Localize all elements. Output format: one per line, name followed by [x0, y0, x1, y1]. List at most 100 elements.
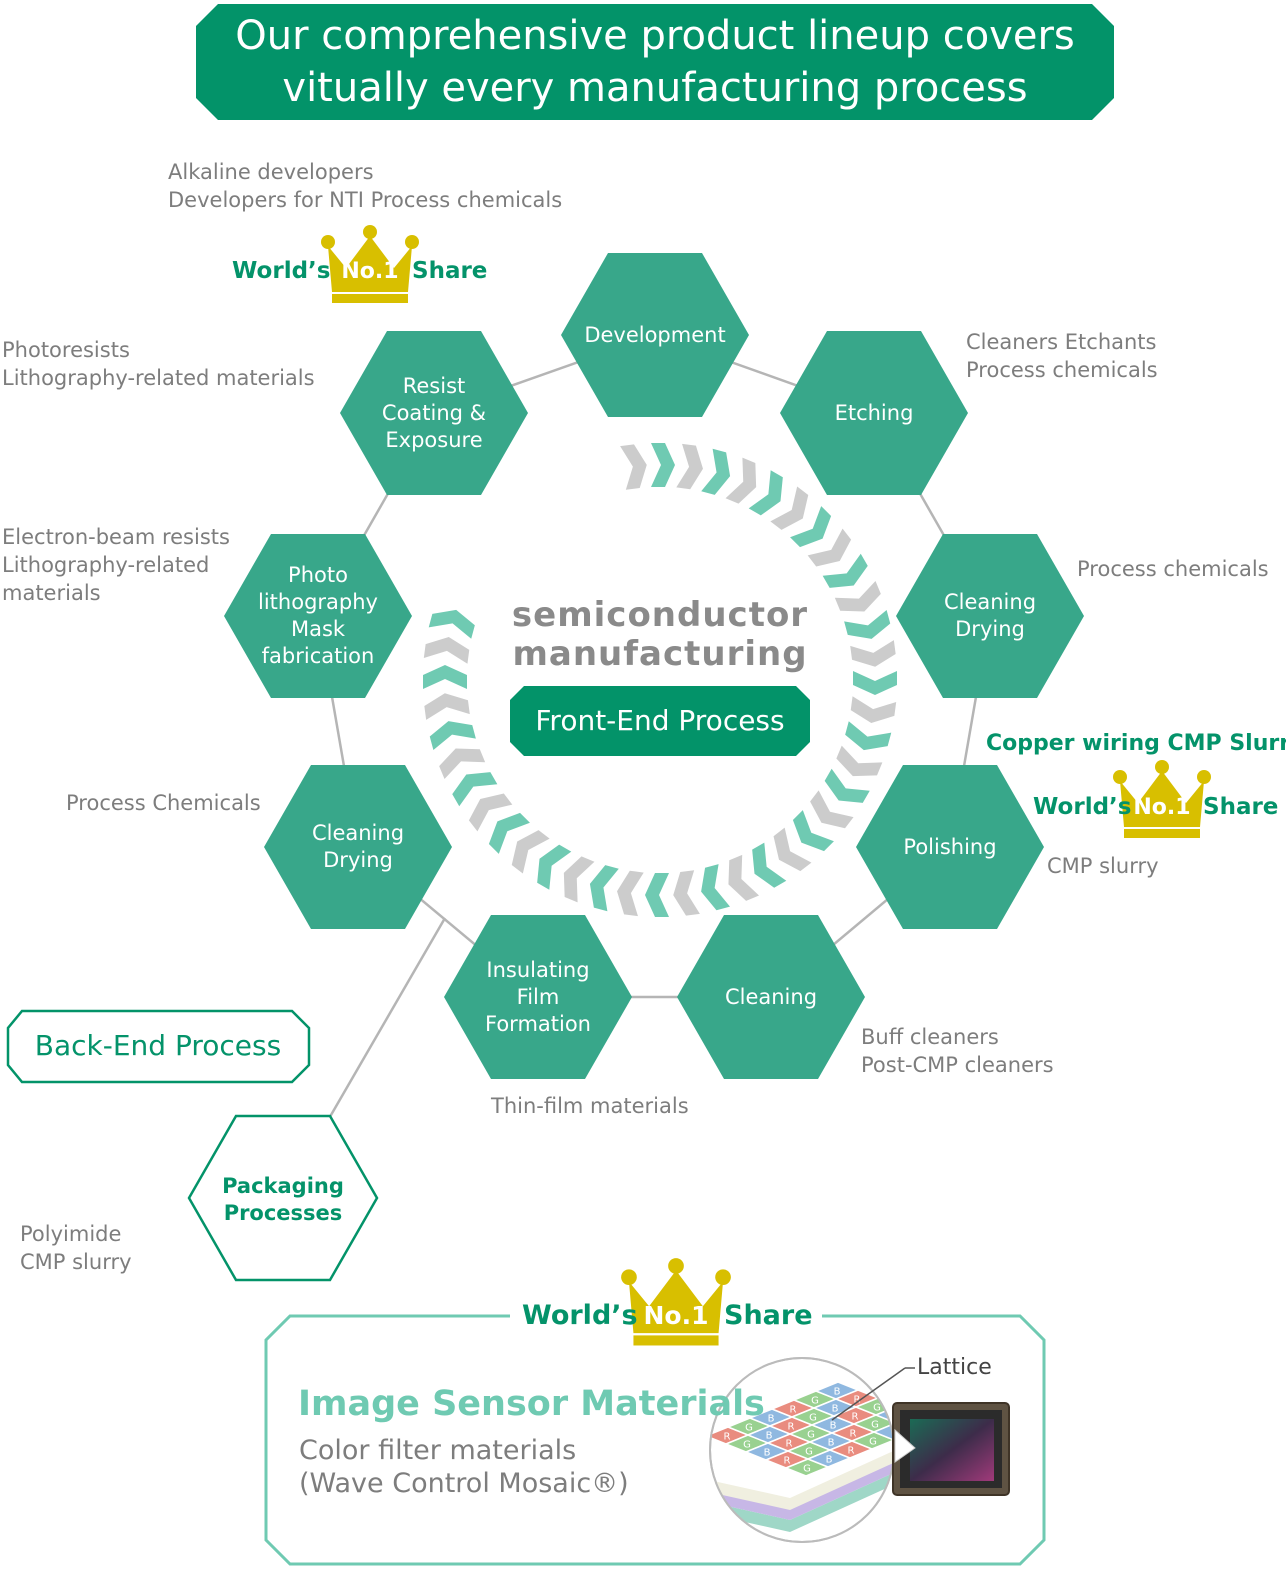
step-cleaning: Cleaning [724, 984, 818, 1009]
hex-photolithography [224, 534, 412, 698]
banner-line-2: vitually every manufacturing process [282, 65, 1028, 111]
hex-cleaning [677, 915, 865, 1079]
filter-cell-letter: B [768, 1414, 775, 1425]
step-polishing: Polishing [903, 834, 997, 859]
ring-chevron [836, 745, 883, 777]
ring-chevron [748, 470, 783, 516]
label-etching-products: Cleaners Etchants Process chemicals [966, 330, 1158, 382]
filter-cell-letter: R [788, 1422, 795, 1433]
share-no1-1: No.1 [341, 259, 399, 284]
step-etching: Etching [834, 400, 914, 425]
ring-chevron [773, 827, 812, 872]
ring-chevron [423, 637, 470, 664]
filter-cell-letter: R [790, 1405, 797, 1416]
ring-chevron [468, 793, 513, 832]
share-worlds-2: World’s [1033, 794, 1132, 820]
filter-layer [710, 1448, 894, 1510]
crown-icon [1113, 760, 1211, 838]
ring-chevron [770, 486, 809, 530]
filter-cell-letter: R [854, 1395, 861, 1406]
filter-cell-letter: R [724, 1432, 731, 1443]
share-worlds-1: World’s [232, 258, 331, 284]
ring-chevron [651, 443, 675, 487]
ring-chevron [428, 609, 475, 639]
image-sensor-line-1: Color filter materials [299, 1435, 577, 1466]
ring-chevron [452, 772, 498, 807]
crown-icon [621, 1258, 731, 1346]
label-cleaning-drying-left-products: Process Chemicals [66, 791, 261, 815]
hex-polishing [856, 765, 1044, 929]
label-cleaning-drying-right-products: Process chemicals [1077, 557, 1269, 581]
filter-cell-letter: B [766, 1431, 773, 1442]
ring-chevron [701, 448, 731, 495]
ring-chevron [850, 640, 896, 667]
image-sensor-line-2: (Wave Control Mosaic®) [299, 1468, 629, 1499]
ring-chevron [429, 721, 476, 750]
ring-chevron [673, 870, 700, 916]
hex-cleaning-drying-left [264, 765, 452, 929]
back-end-outline [6, 1009, 311, 1084]
filter-cell-letter: G [803, 1464, 811, 1475]
ring-chevron [790, 506, 832, 548]
ring-chevron [853, 671, 897, 695]
crown-icons [321, 225, 1211, 1346]
ring-chevron [620, 444, 647, 490]
filter-cell-letter: G [871, 1420, 879, 1431]
filter-cell [872, 1422, 894, 1441]
back-end-process-label: Back-End Process [34, 1029, 282, 1062]
sensor-illustration: RGBRGBGBRGBRBRGBRGRGBRGBGBRGBR [709, 1357, 1010, 1543]
ring-chevron [537, 844, 572, 890]
cycle-arrow-ring [423, 443, 897, 917]
step-packaging-processes: Packaging Processes [222, 1174, 344, 1225]
label-development-products: Alkaline developers Developers for NTI P… [168, 160, 563, 212]
front-end-process-label: Front-End Process [510, 686, 810, 756]
ring-chevron [423, 665, 467, 689]
filter-layer [710, 1458, 894, 1520]
ring-chevron [810, 790, 854, 829]
step-photolithography-mask: Photo lithography Mask fabrication [258, 563, 378, 668]
ring-chevron [728, 854, 760, 901]
share-share-2: Share [1203, 794, 1279, 820]
image-sensor-title: Image Sensor Materials [298, 1384, 765, 1424]
share-worlds-3: World’s [522, 1300, 638, 1331]
ring-chevron [752, 842, 787, 888]
ring-chevron [725, 457, 757, 504]
ring-chevron [701, 864, 730, 911]
ring-chevron [850, 696, 897, 723]
label-polishing-products: CMP slurry [1047, 854, 1159, 878]
filter-cell-letter: B [830, 1421, 837, 1432]
ring-chevron [511, 830, 550, 874]
filter-cell-letter: B [832, 1404, 839, 1415]
image-sensor-frame [264, 1314, 1046, 1566]
filter-cell-letter: B [834, 1387, 841, 1398]
step-development: Development [584, 322, 726, 347]
label-cleaning-products: Buff cleaners Post-CMP cleaners [861, 1025, 1054, 1077]
label-resist-products: Photoresists Lithography-related materia… [2, 338, 315, 390]
filter-cell-letter: R [786, 1439, 793, 1450]
label-photolithography-products: Electron-beam resists Lithography-relate… [2, 525, 230, 605]
ring-chevron [807, 528, 852, 567]
share-no1-3: No.1 [643, 1301, 709, 1330]
ring-chevron [792, 810, 834, 852]
hex-resist [340, 331, 528, 495]
filter-cell-letter: G [805, 1447, 813, 1458]
filter-cell-letter: G [873, 1403, 881, 1414]
lattice-label: Lattice [917, 1355, 992, 1380]
filter-cell-letter: G [807, 1430, 815, 1441]
ring-chevron [822, 553, 868, 588]
ring-chevron [834, 580, 881, 612]
hex-cleaning-drying-right [896, 534, 1084, 698]
filter-cell-letter: R [852, 1412, 859, 1423]
hex-etching [780, 331, 968, 495]
filter-cell-letter: G [869, 1437, 877, 1448]
ring-chevron [424, 693, 470, 720]
filter-cell-letter: G [743, 1440, 751, 1451]
ring-chevron [563, 856, 595, 903]
ring-chevron [589, 865, 619, 912]
ring-chevron [676, 443, 703, 490]
ring-chevron [845, 721, 892, 751]
filter-cell-letter: R [850, 1429, 857, 1440]
ring-chevron [439, 748, 486, 780]
center-title: semiconductor manufacturing [511, 595, 809, 674]
